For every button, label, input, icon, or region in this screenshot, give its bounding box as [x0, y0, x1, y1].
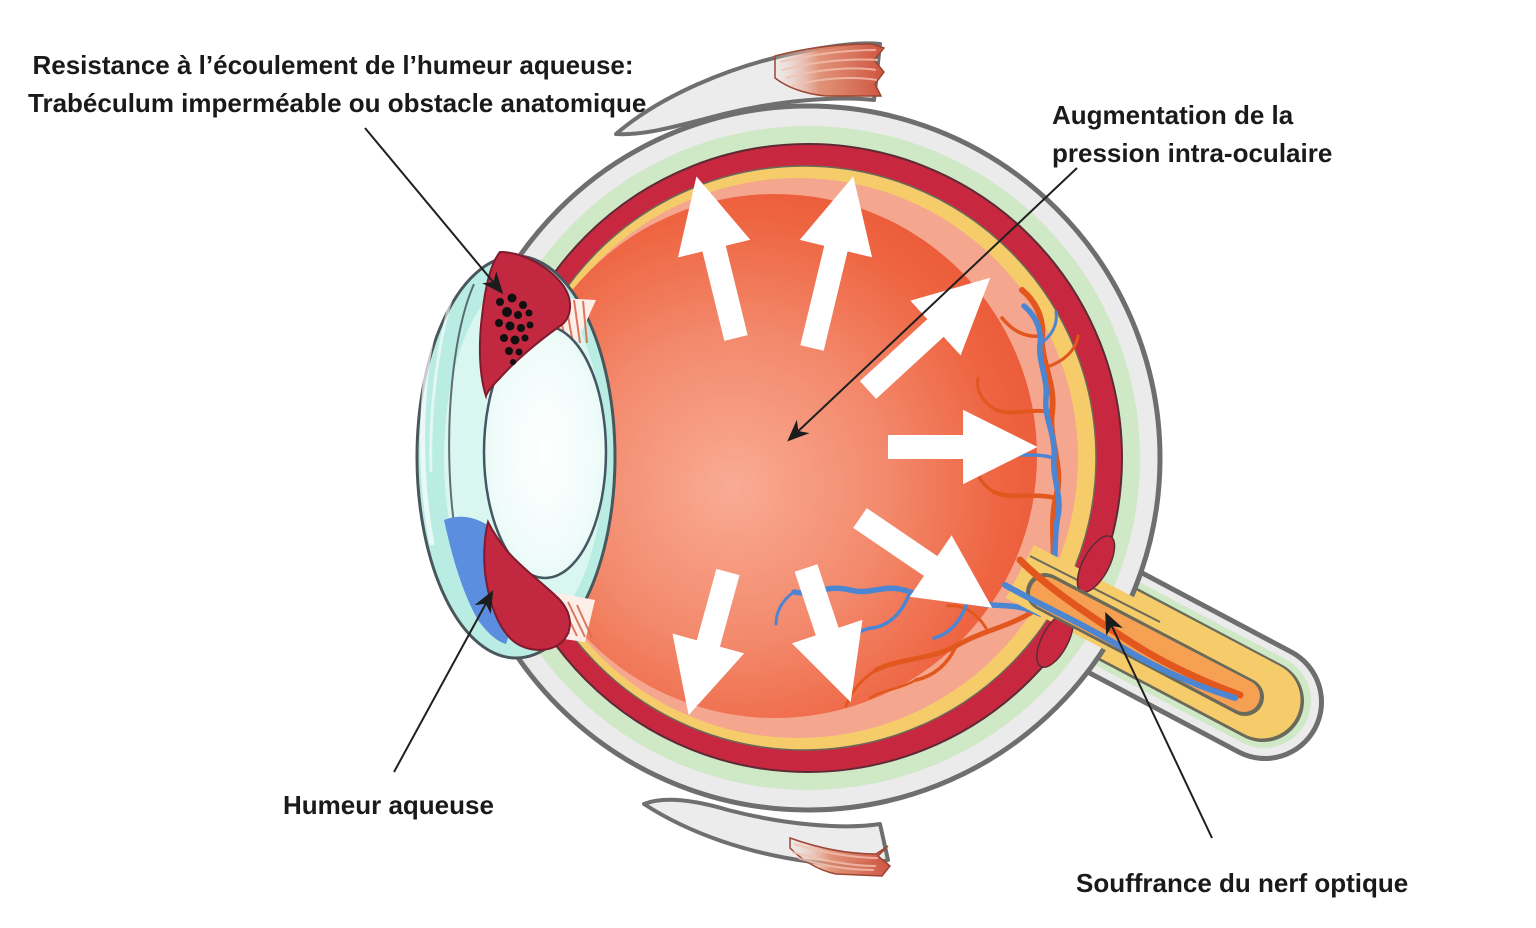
canal-wall-upper: [1029, 555, 1161, 623]
annotation-arrow-pressure: [787, 167, 1078, 442]
pressure-arrow-northeast: [859, 277, 991, 399]
central-retinal-vein: [1002, 582, 1238, 701]
iris-bottom: [483, 519, 571, 651]
vitreous-body: [513, 194, 1037, 718]
annotation-arrow-optic-nerve: [1105, 612, 1213, 839]
inferior-muscle-striations: [791, 843, 879, 871]
superior-muscle-striations: [779, 49, 879, 87]
label-resistance: Resistance à l’écoulement de l’humeur aq…: [28, 46, 647, 122]
annotation-arrow-trabeculum: [364, 127, 504, 295]
trabecular-blockage-dots: [495, 293, 534, 365]
inferior-rectus-muscle: [642, 797, 892, 877]
pressure-arrows: [672, 176, 1038, 716]
label-humeur-aqueuse: Humeur aqueuse: [283, 790, 494, 820]
optic-nerve-core: [1002, 556, 1264, 716]
cornea-highlight-2: [429, 295, 454, 473]
pressure-arrow-down-right: [791, 564, 863, 703]
label-souffrance: Souffrance du nerf optique: [1076, 868, 1409, 898]
annotation-arrows: [364, 127, 1213, 839]
anterior-segment: [415, 250, 617, 660]
pressure-arrow-down-left: [672, 568, 745, 716]
label-augmentation: Augmentation de la pression intra-oculai…: [1052, 96, 1332, 172]
cornea-highlight: [420, 319, 439, 546]
label-resistance-line2: Trabéculum imperméable ou obstacle anato…: [28, 88, 647, 118]
pressure-arrow-southeast: [853, 508, 993, 608]
pressure-arrow-up-right: [799, 176, 873, 351]
label-resistance-line1: Resistance à l’écoulement de l’humeur aq…: [32, 50, 634, 80]
label-augmentation-line2: pression intra-oculaire: [1052, 138, 1333, 168]
superior-rectus-muscle: [614, 41, 886, 137]
annotation-arrow-aqueous: [393, 590, 494, 773]
central-retinal-artery: [1016, 556, 1244, 699]
pressure-arrow-up-left: [677, 176, 751, 341]
label-augmentation-line1: Augmentation de la: [1052, 100, 1294, 130]
